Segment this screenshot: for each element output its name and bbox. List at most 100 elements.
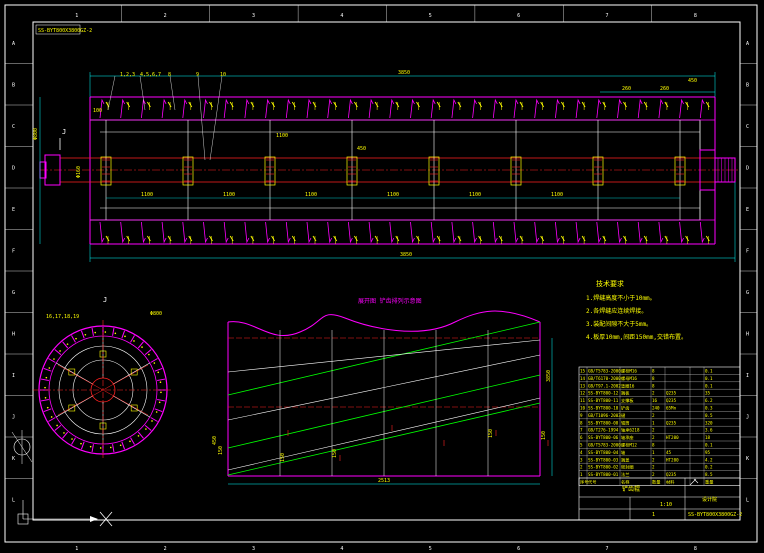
ring-tooth <box>48 358 56 363</box>
tooth <box>451 221 457 244</box>
tooth <box>306 98 312 119</box>
bom-cell: 法兰 <box>621 471 629 478</box>
bom-cell: 0.5 <box>705 413 713 418</box>
ring-tooth <box>80 441 85 450</box>
bom-cell: GB/T5783-2000 <box>588 369 621 374</box>
bom-cell: 2 <box>652 472 655 477</box>
ring-tooth <box>121 330 126 339</box>
bolt-pad <box>130 368 138 376</box>
bom-cell: 18 <box>705 435 711 440</box>
title-block-sheet: 1 <box>652 512 655 518</box>
top-right-dim-1: 260 <box>622 86 631 92</box>
hub-7 <box>674 156 686 186</box>
tooth <box>265 98 270 119</box>
bom-cell: 8.5 <box>705 472 713 477</box>
grid-row-I: I <box>12 373 15 379</box>
bom-cell: 2 <box>652 457 655 462</box>
tooth <box>99 98 105 119</box>
ring-tooth <box>40 378 49 381</box>
grid-col-bottom-7: 7 <box>605 546 608 552</box>
grid-row-C: C <box>12 124 15 130</box>
bom-cell: 15 <box>580 369 586 374</box>
left-height-dim: Φ800 <box>33 128 39 140</box>
grid-row-F: F <box>12 248 15 254</box>
tooth <box>389 221 395 244</box>
ring-tooth <box>144 349 152 356</box>
tooth <box>348 98 353 119</box>
bolt-pad <box>68 368 76 376</box>
mid-dim: 450 <box>357 146 366 152</box>
bom-cell: 2 <box>652 391 655 396</box>
span-dim-1: 1100 <box>223 192 235 198</box>
ring-tooth <box>62 431 69 439</box>
tooth <box>472 221 477 244</box>
bom-cell: 8 <box>652 383 655 388</box>
ring-tooth <box>43 408 52 413</box>
grid-col-3: 3 <box>252 13 255 19</box>
bom-cell: 95 <box>705 450 711 455</box>
dev-width-dim: 2513 <box>378 478 390 484</box>
bom-cell: 2 <box>652 465 655 470</box>
bolt-pad <box>130 404 138 412</box>
bom-cell: GB/T6170-2000 <box>588 376 621 381</box>
tooth <box>596 221 602 244</box>
tooth <box>430 221 436 244</box>
tooth <box>492 98 498 119</box>
bom-cell: 65Mn <box>666 406 677 411</box>
grid-row-right-B: B <box>746 82 749 88</box>
tooth <box>472 98 477 119</box>
bom-cell: Q235 <box>666 420 677 425</box>
tooth <box>575 98 581 119</box>
hub-4 <box>428 156 440 186</box>
ring-tooth <box>112 444 115 453</box>
title-block: 铲齿辊 设计院 1:10 1 SS-BYT800X3800GZ-2 <box>578 477 742 521</box>
bom-cell: 0.1 <box>705 443 713 448</box>
hub-3 <box>346 156 358 186</box>
ring-tooth <box>54 424 62 431</box>
bom-cell: 垫圈16 <box>621 382 635 389</box>
tooth <box>285 221 291 244</box>
grid-row-K: K <box>12 456 15 462</box>
tooth <box>679 98 684 119</box>
bom-cell: 1 <box>652 420 655 425</box>
bom-cell: 1 <box>652 450 655 455</box>
left-flange <box>44 154 61 186</box>
tooth <box>348 221 353 244</box>
ring-tooth <box>137 341 144 349</box>
bom-cell: 0.1 <box>705 369 713 374</box>
section-view: J 16,17,18,19 Φ800 <box>11 296 173 464</box>
hub-6 <box>592 156 604 186</box>
bom-cell: 支撑板 <box>621 397 634 404</box>
grid-col-6: 6 <box>517 13 520 19</box>
teeth-top-row <box>99 98 710 119</box>
tooth <box>99 221 105 244</box>
tooth <box>223 98 229 119</box>
hub-2 <box>264 156 276 186</box>
bom-cell: GB/T276-1994 <box>588 428 619 433</box>
tooth <box>679 221 684 244</box>
ring-tooth <box>62 341 69 349</box>
title-block-scale: 1:10 <box>660 502 672 508</box>
grid-col-bottom-8: 8 <box>694 546 697 552</box>
bom-cell: GB/T97.1-2002 <box>588 383 621 388</box>
callout-4: 9 <box>196 72 199 78</box>
ring-tooth <box>121 441 126 450</box>
bom-cell: 0.2 <box>705 465 713 470</box>
note-2: 2.各焊缝应连续焊接。 <box>586 307 647 315</box>
bom-cell: 6 <box>580 435 583 440</box>
bom-cell: SS-BYT800-10 <box>588 406 619 411</box>
grid-row-right-L: L <box>746 497 749 503</box>
grid-col-bottom-1: 1 <box>75 546 78 552</box>
section-rings <box>33 320 173 460</box>
tooth <box>244 98 250 119</box>
top-length-dim: 3850 <box>398 70 410 76</box>
tooth <box>368 221 374 244</box>
tooth <box>203 98 208 119</box>
top-right-dim-3: 450 <box>688 78 697 84</box>
notes-title: 技术要求 <box>596 279 624 288</box>
bom-cell: SS-BYT800-08 <box>588 420 619 425</box>
